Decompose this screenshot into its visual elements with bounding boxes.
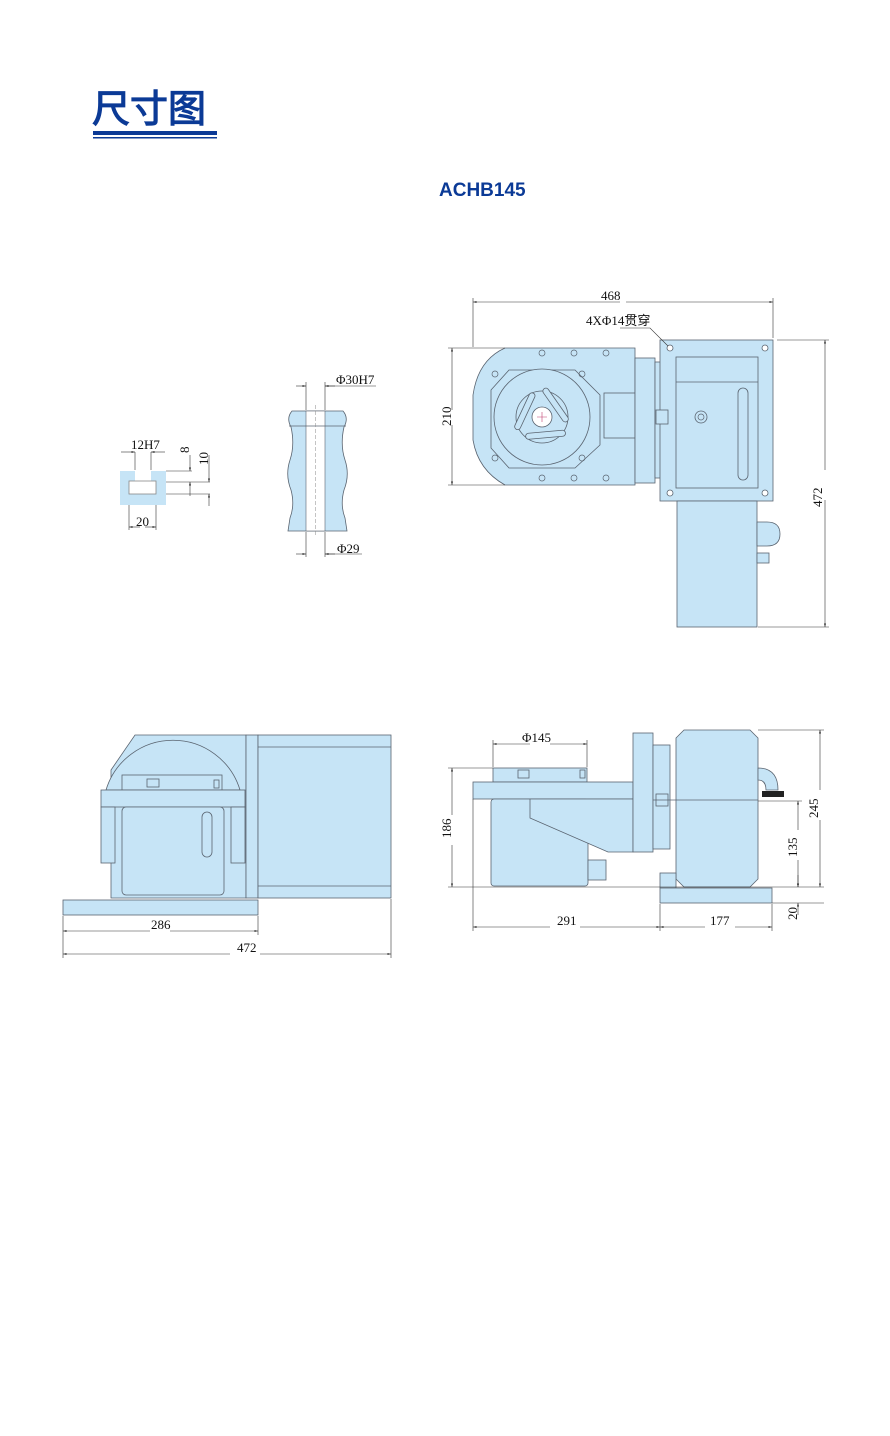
holes-label: 4XΦ14贯穿	[586, 313, 650, 328]
top-width-label: 468	[601, 288, 621, 303]
side-view: Φ145 186 291 177 245 135 20	[439, 729, 824, 931]
bore-top-label: Φ30H7	[336, 372, 375, 387]
top-overall-label: 472	[810, 488, 825, 508]
title-underline-thin	[93, 137, 217, 139]
side-base-label: 177	[710, 913, 730, 928]
front-view: 286 472	[62, 734, 392, 958]
front-overall-label: 472	[237, 940, 257, 955]
side-base-thk-label: 20	[785, 907, 800, 920]
top-height-label: 210	[439, 407, 454, 427]
side-center-label: 135	[785, 838, 800, 858]
side-length-label: 291	[557, 913, 577, 928]
front-base-label: 286	[151, 917, 171, 932]
model-name: ACHB145	[439, 180, 526, 201]
side-total-height-label: 245	[806, 799, 821, 819]
tslot-bottom-label: 20	[136, 514, 149, 529]
bore-view: Φ30H7 Φ29	[287, 372, 376, 557]
tslot-depth2-label: 10	[196, 452, 211, 465]
page-title: 尺寸图	[92, 87, 206, 131]
title-underline	[93, 131, 217, 135]
tslot-width-label: 12H7	[131, 437, 160, 452]
side-height-label: 186	[439, 818, 454, 838]
bore-bottom-label: Φ29	[337, 541, 360, 556]
tslot-depth-label: 8	[177, 447, 192, 454]
tslot-view: 12H7 8 10 20	[120, 437, 211, 530]
side-table-label: Φ145	[522, 730, 551, 745]
top-view: 468 4XΦ14贯穿 210 472	[439, 288, 829, 628]
